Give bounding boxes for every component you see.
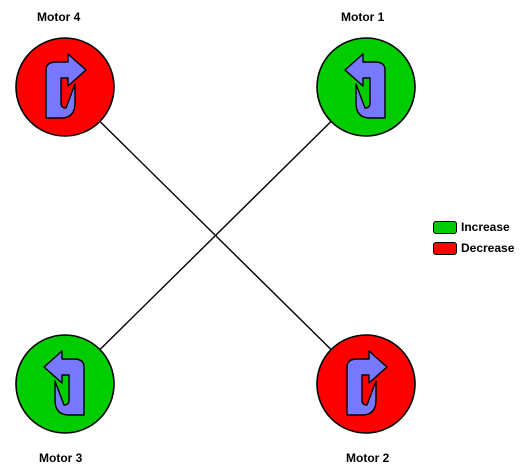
legend-decrease-label: Decrease [461,241,515,255]
legend-decrease: Decrease [433,240,514,256]
motor-3-label: Motor 3 [39,451,83,465]
clockwise-arrow-icon [45,53,87,119]
motor-1 [316,37,416,137]
motor-1-label: Motor 1 [341,10,385,24]
arm-motor1-motor3 [64,86,367,385]
motor-4-disc [15,37,115,137]
motor-2-disc [316,334,416,434]
motor-2-label: Motor 2 [346,451,390,465]
motor-3 [15,334,115,434]
legend-decrease-swatch [433,241,457,255]
motor-4 [15,37,115,137]
counterclockwise-arrow-icon [344,53,386,119]
motor-2 [316,334,416,434]
motor-4-label: Motor 4 [37,10,81,24]
clockwise-arrow-icon [346,350,388,416]
legend-increase-label: Increase [461,220,510,234]
legend-increase-swatch [433,220,457,234]
motor-1-disc [316,37,416,137]
legend-increase: Increase [433,219,510,235]
counterclockwise-arrow-icon [43,350,85,416]
motor-3-disc [15,334,115,434]
